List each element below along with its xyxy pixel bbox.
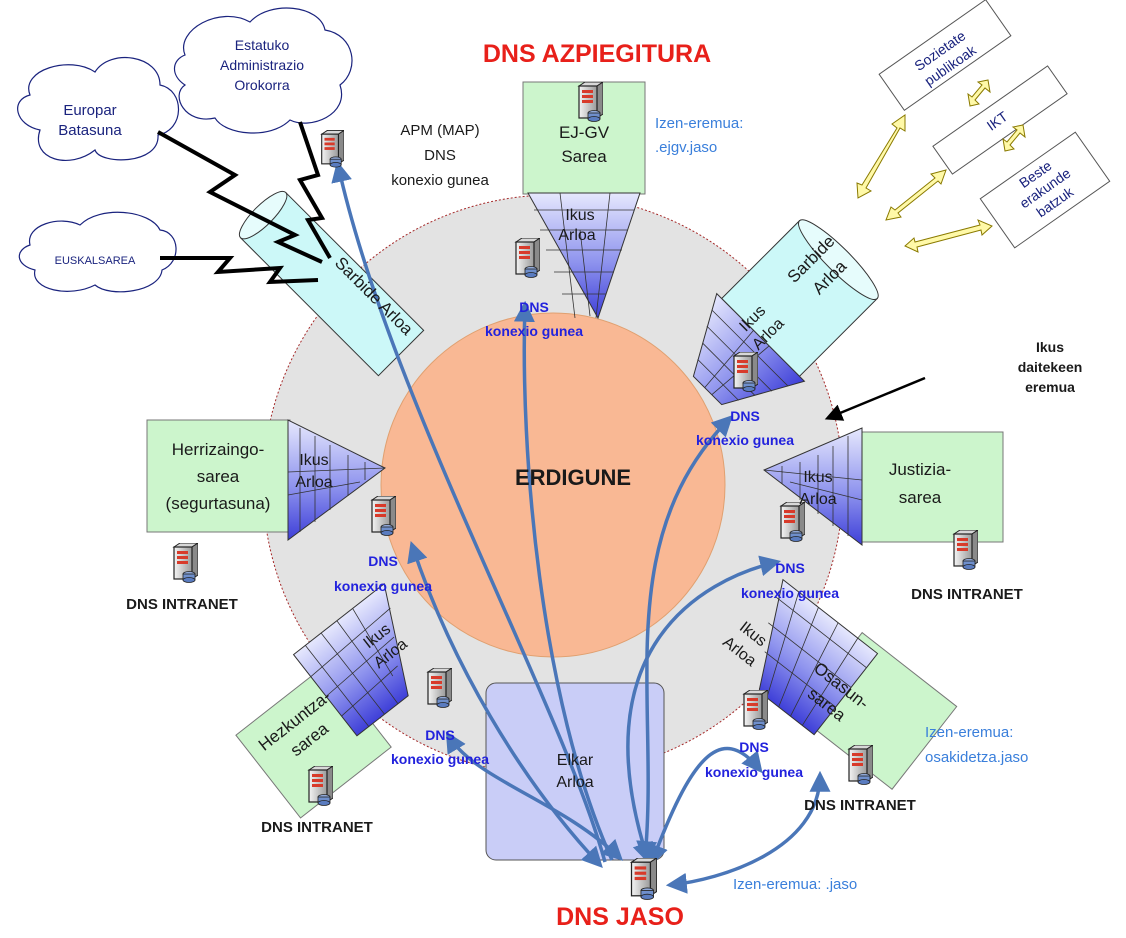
visible-area-label-1: Ikus <box>1036 339 1064 355</box>
justizia-network <box>763 427 1004 547</box>
dns-node-sublabel: konexio gunea <box>696 432 794 448</box>
arloa-label: Arloa <box>295 474 332 491</box>
box-beste <box>979 131 1111 249</box>
dns-intranet-label: DNS INTRANET <box>911 586 1023 603</box>
herrizaingo-network <box>146 419 386 541</box>
box-sozietate <box>878 0 1012 112</box>
server-icon <box>630 858 657 900</box>
dns-node-label: DNS <box>425 727 455 743</box>
dns-node-sublabel: konexio gunea <box>334 578 432 594</box>
server-icon <box>953 530 978 570</box>
europar-label-2: Batasuna <box>58 122 122 139</box>
apm-label-2: DNS <box>424 147 456 164</box>
server-icon <box>308 766 333 806</box>
shared-area-label-1: Elkar <box>557 752 594 769</box>
cloud-euskalsarea <box>18 211 177 293</box>
dns-connections <box>331 160 831 894</box>
yellow-connectors <box>856 79 1026 253</box>
estatuko-label-1: Estatuko <box>235 37 290 53</box>
dns-node-label: DNS <box>730 408 760 424</box>
server-icon <box>515 238 540 278</box>
server-icon <box>371 496 396 536</box>
visible-area-label-2: daitekeen <box>1018 359 1083 375</box>
visible-area-label-3: eremua <box>1025 379 1075 395</box>
dns-node-sublabel: konexio gunea <box>741 585 839 601</box>
apm-label-1: APM (MAP) <box>400 122 479 139</box>
europar-label-1: Europar <box>63 102 116 119</box>
zone-jaso: Izen-eremua: .jaso <box>733 876 857 893</box>
link-estatuko <box>296 121 332 260</box>
cloud-europar <box>17 57 180 161</box>
justizia-label-1: Justizia- <box>889 460 951 479</box>
link-euskalsarea <box>160 256 319 285</box>
server-icon <box>733 352 758 392</box>
estatuko-label-2: Administrazio <box>220 57 304 73</box>
link-europar <box>157 130 323 264</box>
arloa-label: Arloa <box>799 491 836 508</box>
herrizaingo-label-1: Herrizaingo- <box>172 440 265 459</box>
dns-node-label: DNS <box>739 739 769 755</box>
ikus-label: Ikus <box>565 207 594 224</box>
euskalsarea-label: EUSKALSAREA <box>55 255 136 267</box>
dns-node-sublabel: konexio gunea <box>391 751 489 767</box>
herrizaingo-label-3: (segurtasuna) <box>166 494 271 513</box>
herrizaingo-label-2: sarea <box>197 467 240 486</box>
justizia-label-2: sarea <box>899 488 942 507</box>
estatuko-label-3: Orokorra <box>234 77 289 93</box>
server-icon <box>848 745 873 785</box>
zone-ejgv-2: .ejgv.jaso <box>655 139 717 156</box>
dns-node-label: DNS <box>368 553 398 569</box>
dns-node-sublabel: konexio gunea <box>705 764 803 780</box>
ejgv-label-2: Sarea <box>561 147 607 166</box>
ikus-label: Ikus <box>803 469 832 486</box>
dns-node-label: DNS <box>519 299 549 315</box>
arloa-label: Arloa <box>558 227 595 244</box>
dns-intranet-label: DNS INTRANET <box>126 596 238 613</box>
center-label: ERDIGUNE <box>515 465 631 490</box>
bottom-title: DNS JASO <box>556 903 684 931</box>
cloud-estatuko <box>173 7 353 134</box>
shared-area-label-2: Arloa <box>556 774 593 791</box>
visible-area-pointer <box>824 376 926 421</box>
zone-ejgv-1: Izen-eremua: <box>655 115 743 132</box>
server-icon <box>743 690 768 730</box>
dns-intranet-label: DNS INTRANET <box>804 797 916 814</box>
diagram-title: DNS AZPIEGITURA <box>483 40 711 68</box>
server-icon <box>578 82 603 122</box>
box-ikt <box>932 65 1068 175</box>
apm-label-3: konexio gunea <box>391 172 489 189</box>
ejgv-label-1: EJ-GV <box>559 123 610 142</box>
right-access-area <box>692 219 879 406</box>
server-icon <box>173 543 198 583</box>
server-icon <box>427 668 452 708</box>
dns-node-label: DNS <box>775 560 805 576</box>
zone-osakidetza-2: osakidetza.jaso <box>925 749 1028 766</box>
zone-osakidetza-1: Izen-eremua: <box>925 724 1013 741</box>
dns-intranet-label: DNS INTRANET <box>261 819 373 836</box>
ikus-label: Ikus <box>299 452 328 469</box>
server-icon <box>321 130 344 168</box>
dns-node-sublabel: konexio gunea <box>485 323 583 339</box>
